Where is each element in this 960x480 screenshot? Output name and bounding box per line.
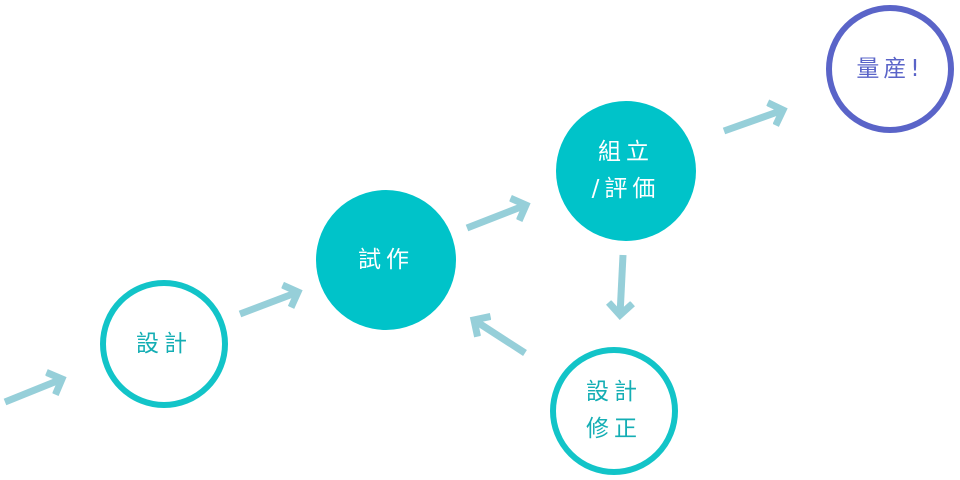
- node-mass-production: 量産!: [826, 5, 954, 133]
- arrow-prototype-to-assembly: [465, 205, 526, 232]
- node-mass-production-label: 量産!: [856, 55, 924, 82]
- arrow-revision-to-prototype: [474, 320, 527, 356]
- node-assembly-evaluation-label: 組立 /評価: [591, 139, 661, 202]
- node-design: 設計: [100, 280, 228, 408]
- node-design-label: 設計: [136, 330, 192, 357]
- node-assembly-evaluation: 組立 /評価: [556, 101, 696, 241]
- node-design-revision-label: 設計 修正: [586, 379, 642, 442]
- arrow-into-design: [3, 379, 62, 406]
- node-design-revision: 設計 修正: [550, 347, 678, 475]
- arrow-assembly-to-mass-production: [722, 110, 783, 135]
- node-prototype: 試作: [316, 190, 456, 330]
- arrow-assembly-to-revision: [620, 254, 623, 315]
- node-prototype-label: 試作: [358, 246, 414, 273]
- arrow-design-to-prototype: [238, 292, 298, 318]
